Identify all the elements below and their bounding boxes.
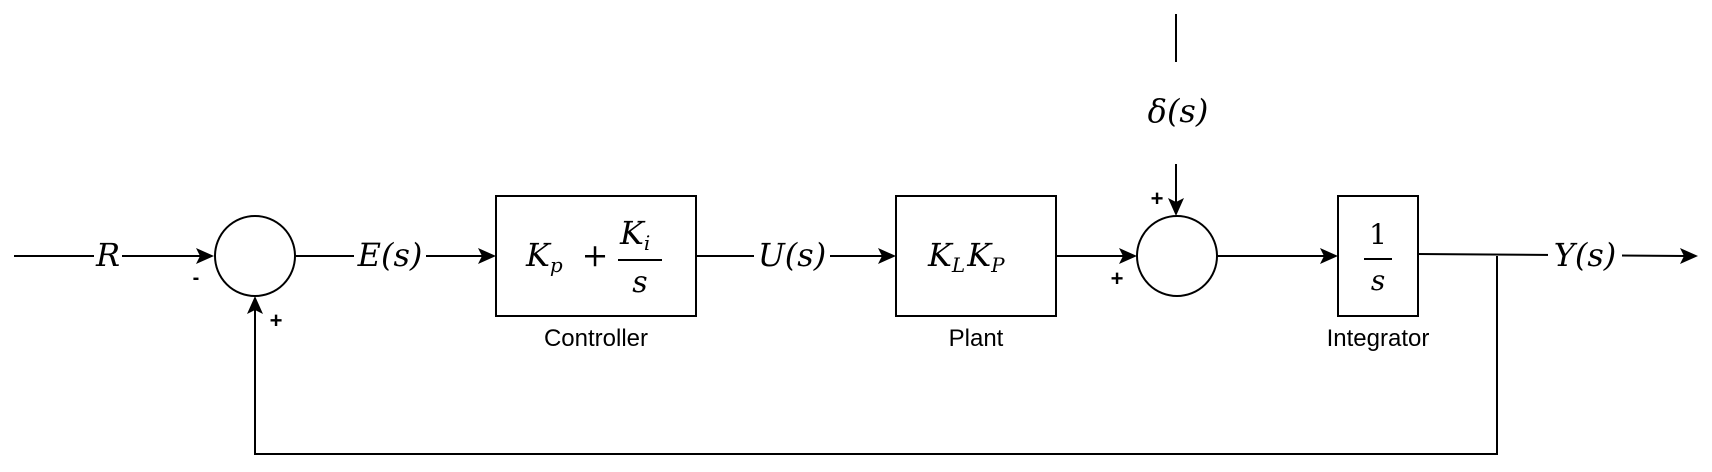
arrowhead-into-controller — [478, 248, 496, 264]
sum1-input-sign: - — [193, 267, 200, 289]
label-bg-output — [1548, 236, 1622, 276]
label-bg-error — [354, 236, 426, 276]
integrator-numerator: 1 — [1369, 218, 1387, 251]
arrowheads — [196, 198, 1698, 314]
wire-feedback — [254, 256, 1498, 455]
arrowhead-output — [1680, 248, 1698, 264]
sum2-disturbance-sign: + — [1151, 186, 1164, 211]
controller-denominator: s — [632, 265, 647, 300]
label-bg-control — [754, 236, 830, 276]
plant-transfer-function: KLKP — [927, 236, 1005, 277]
arrowhead-into-integrator — [1320, 248, 1338, 264]
signal-label-control: U(s) — [758, 236, 826, 274]
signal-label-output: Y(s) — [1554, 236, 1617, 274]
controller-ki-numerator: Ki — [619, 214, 650, 255]
signal-label-reference: R — [95, 236, 120, 274]
arrowhead-feedback — [247, 296, 263, 314]
summing-junction-2 — [1136, 215, 1218, 297]
summing-junction-1 — [214, 215, 296, 297]
arrowhead-into-sum2 — [1119, 248, 1137, 264]
controller-plus-sign: + — [582, 236, 609, 274]
sum1-feedback-sign: + — [270, 308, 283, 333]
plant-block — [895, 195, 1057, 317]
plant-caption: Plant — [949, 325, 1004, 352]
arrowhead-into-plant — [878, 248, 896, 264]
controller-caption: Controller — [544, 325, 648, 352]
integrator-denominator: s — [1371, 264, 1385, 297]
signal-label-error: E(s) — [357, 236, 423, 274]
label-bg-reference — [94, 238, 122, 274]
controller-block — [495, 195, 697, 317]
arrowhead-disturbance — [1168, 198, 1184, 216]
controller-transfer-function: Kp + Ki s — [525, 214, 650, 300]
sum2-input-sign: + — [1111, 266, 1124, 291]
integrator-caption: Integrator — [1327, 325, 1430, 352]
signal-label-disturbance: δ(s) — [1148, 92, 1209, 130]
integrator-block — [1337, 195, 1419, 317]
arrowhead-into-sum1 — [196, 248, 214, 264]
controller-kp-term: Kp — [525, 236, 563, 277]
